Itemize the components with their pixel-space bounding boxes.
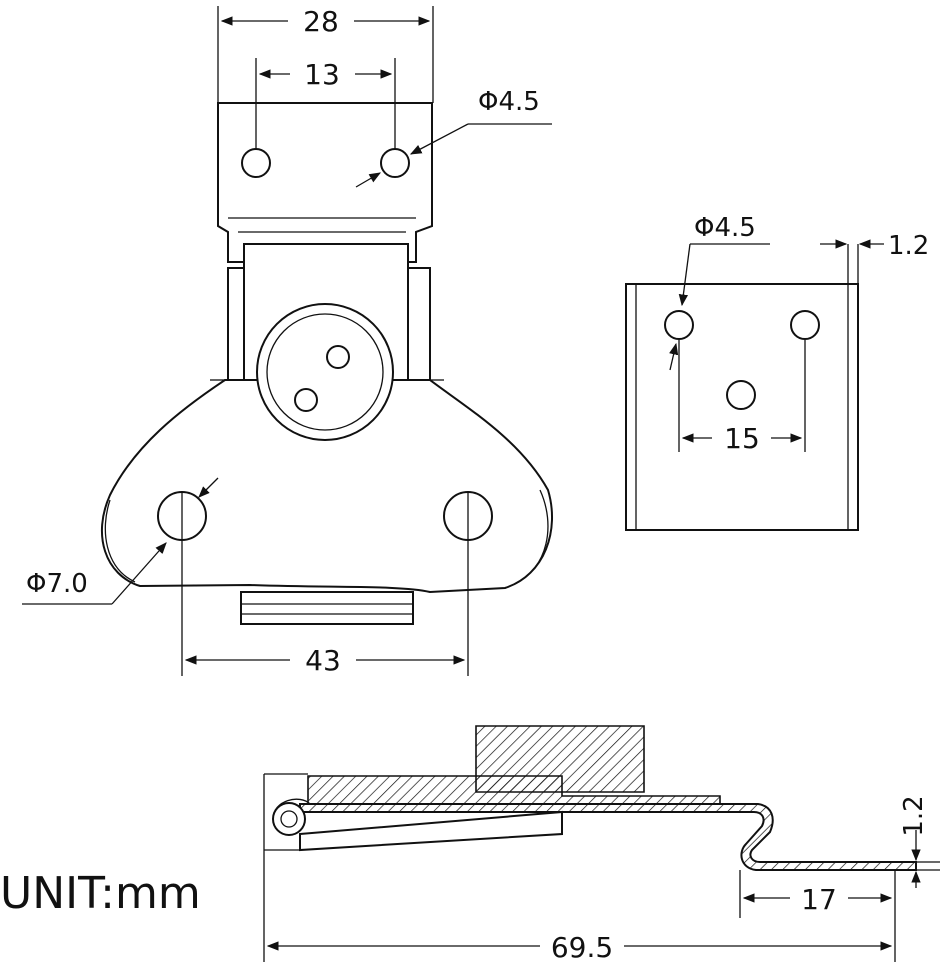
- dim-plate-hole-diameter: Φ4.5: [478, 87, 540, 117]
- dim-foot-length: 17: [801, 883, 837, 916]
- catch-plate-view: Φ4.5 1.2 15: [625, 213, 929, 531]
- dim-plate-width: 28: [303, 5, 339, 38]
- mounting-plate: [217, 102, 433, 263]
- unit-label: UNIT:mm: [0, 868, 201, 919]
- catch-hole-bottom: [726, 380, 756, 410]
- catch-hole-left: [664, 310, 694, 340]
- catch-hole-right: [790, 310, 820, 340]
- dim-catch-hole-diameter: Φ4.5: [694, 213, 756, 243]
- hinge-pin: [272, 802, 306, 836]
- latch-side-view: 1.2 17 69.5: [263, 725, 940, 964]
- lever-base: [101, 379, 553, 594]
- dim-side-thickness: 1.2: [899, 795, 929, 836]
- dim-plate-hole-spacing: 13: [304, 58, 340, 91]
- dim-base-hole-diameter: Φ7.0: [26, 569, 88, 599]
- dim-base-hole-spacing: 43: [305, 644, 341, 677]
- dim-catch-hole-spacing: 15: [724, 422, 760, 455]
- plate-hole-right: [380, 148, 410, 178]
- dim-overall-length: 69.5: [551, 931, 613, 964]
- pull-tab: [240, 591, 414, 625]
- plate-hole-left: [241, 148, 271, 178]
- center-disc: [256, 303, 394, 441]
- latch-top-view: 28 13 Φ4.5 Φ7.0 43: [22, 5, 553, 677]
- dim-catch-thickness: 1.2: [888, 231, 929, 261]
